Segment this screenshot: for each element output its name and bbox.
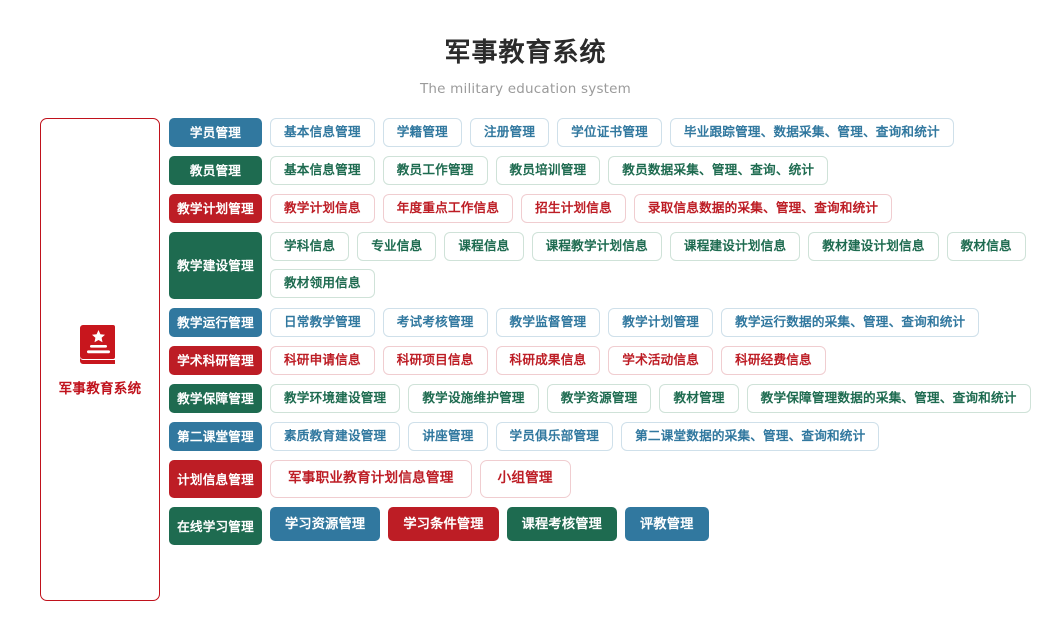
category-item[interactable]: 招生计划信息 (521, 194, 626, 224)
category-item[interactable]: 年度重点工作信息 (382, 194, 514, 224)
category-row: 教学计划管理教学计划信息年度重点工作信息招生计划信息录取信息数据的采集、管理、查… (169, 194, 1051, 224)
category-item-list: 学科信息专业信息课程信息课程教学计划信息课程建设计划信息教材建设计划信息教材信息… (270, 232, 1051, 299)
category-item-list: 学习资源管理学习条件管理课程考核管理评教管理 (270, 507, 709, 545)
category-item-list: 基本信息管理教员工作管理教员培训管理教员数据采集、管理、查询、统计 (270, 156, 829, 186)
category-item[interactable]: 学术活动信息 (608, 346, 714, 376)
sidebar-label: 军事教育系统 (58, 381, 142, 398)
main-layout: 军事教育系统 学员管理基本信息管理学籍管理注册管理学位证书管理毕业跟踪管理、数据… (0, 97, 1051, 602)
category-button[interactable]: 教学运行管理 (169, 308, 262, 338)
category-item[interactable]: 科研项目信息 (382, 346, 488, 376)
category-row: 第二课堂管理素质教育建设管理讲座管理学员俱乐部管理第二课堂数据的采集、管理、查询… (169, 422, 1051, 452)
category-item[interactable]: 第二课堂数据的采集、管理、查询和统计 (621, 422, 880, 452)
category-rows: 学员管理基本信息管理学籍管理注册管理学位证书管理毕业跟踪管理、数据采集、管理、查… (169, 118, 1051, 546)
category-item[interactable]: 毕业跟踪管理、数据采集、管理、查询和统计 (669, 118, 954, 148)
category-item[interactable]: 教学环境建设管理 (270, 384, 401, 414)
page-header: 军事教育系统 The military education system (0, 0, 1051, 97)
category-item[interactable]: 军事职业教育计划信息管理 (270, 460, 472, 499)
category-item[interactable]: 教学设施维护管理 (408, 384, 539, 414)
category-row: 教学保障管理教学环境建设管理教学设施维护管理教学资源管理教材管理教学保障管理数据… (169, 384, 1051, 414)
category-item[interactable]: 考试考核管理 (382, 308, 488, 338)
category-item[interactable]: 学习条件管理 (388, 507, 499, 542)
category-item[interactable]: 素质教育建设管理 (270, 422, 401, 452)
category-item-list: 日常教学管理考试考核管理教学监督管理教学计划管理教学运行数据的采集、管理、查询和… (270, 308, 980, 338)
category-button[interactable]: 教员管理 (169, 156, 262, 186)
category-item[interactable]: 科研经费信息 (721, 346, 826, 376)
category-item[interactable]: 教学计划管理 (608, 308, 714, 338)
category-item[interactable]: 教员数据采集、管理、查询、统计 (608, 156, 829, 186)
category-item[interactable]: 学科信息 (270, 232, 350, 262)
category-item[interactable]: 注册管理 (469, 118, 550, 148)
page-subtitle: The military education system (419, 81, 632, 98)
category-item[interactable]: 课程建设计划信息 (669, 232, 801, 262)
category-item[interactable]: 教员培训管理 (495, 156, 601, 186)
category-item-list: 教学计划信息年度重点工作信息招生计划信息录取信息数据的采集、管理、查询和统计 (270, 194, 893, 224)
category-item-list: 基本信息管理学籍管理注册管理学位证书管理毕业跟踪管理、数据采集、管理、查询和统计 (270, 118, 954, 148)
category-item[interactable]: 录取信息数据的采集、管理、查询和统计 (633, 194, 893, 224)
category-item-list: 科研申请信息科研项目信息科研成果信息学术活动信息科研经费信息 (270, 346, 826, 376)
category-item[interactable]: 学习资源管理 (270, 507, 381, 542)
category-item[interactable]: 评教管理 (624, 507, 709, 542)
category-item[interactable]: 基本信息管理 (270, 156, 375, 186)
category-item[interactable]: 课程教学计划信息 (531, 232, 662, 262)
category-button[interactable]: 计划信息管理 (169, 460, 262, 499)
category-item[interactable]: 基本信息管理 (270, 118, 375, 148)
category-button[interactable]: 学员管理 (169, 118, 262, 148)
category-item[interactable]: 讲座管理 (408, 422, 488, 452)
category-item[interactable]: 学位证书管理 (557, 118, 662, 148)
category-item[interactable]: 教学计划信息 (270, 194, 375, 224)
category-item-list: 军事职业教育计划信息管理小组管理 (270, 460, 571, 499)
category-button[interactable]: 在线学习管理 (169, 507, 262, 546)
category-item[interactable]: 教学保障管理数据的采集、管理、查询和统计 (746, 384, 1031, 414)
category-row: 计划信息管理军事职业教育计划信息管理小组管理 (169, 460, 1051, 499)
category-row: 教员管理基本信息管理教员工作管理教员培训管理教员数据采集、管理、查询、统计 (169, 156, 1051, 186)
category-button[interactable]: 学术科研管理 (169, 346, 262, 376)
category-item[interactable]: 课程信息 (444, 232, 524, 262)
category-row: 学员管理基本信息管理学籍管理注册管理学位证书管理毕业跟踪管理、数据采集、管理、查… (169, 118, 1051, 148)
category-row: 在线学习管理学习资源管理学习条件管理课程考核管理评教管理 (169, 507, 1051, 546)
category-item[interactable]: 教材信息 (946, 232, 1026, 262)
category-button[interactable]: 教学计划管理 (169, 194, 262, 224)
category-item[interactable]: 课程考核管理 (506, 507, 617, 542)
category-item[interactable]: 教材建设计划信息 (808, 232, 939, 262)
category-item[interactable]: 教材领用信息 (270, 269, 375, 299)
category-row: 教学运行管理日常教学管理考试考核管理教学监督管理教学计划管理教学运行数据的采集、… (169, 308, 1051, 338)
category-button[interactable]: 第二课堂管理 (169, 422, 262, 452)
category-item[interactable]: 科研成果信息 (495, 346, 601, 376)
category-button[interactable]: 教学建设管理 (169, 232, 262, 300)
category-button[interactable]: 教学保障管理 (169, 384, 262, 414)
category-row: 教学建设管理学科信息专业信息课程信息课程教学计划信息课程建设计划信息教材建设计划… (169, 232, 1051, 300)
category-item[interactable]: 学籍管理 (382, 118, 462, 148)
category-item[interactable]: 小组管理 (479, 460, 571, 499)
sidebar-system-card[interactable]: 军事教育系统 (40, 118, 160, 602)
category-item[interactable]: 专业信息 (357, 232, 437, 262)
category-item[interactable]: 教学运行数据的采集、管理、查询和统计 (721, 308, 980, 338)
category-item[interactable]: 教学监督管理 (495, 308, 601, 338)
category-item[interactable]: 日常教学管理 (270, 308, 375, 338)
book-star-icon (77, 322, 123, 368)
category-item[interactable]: 教员工作管理 (382, 156, 488, 186)
category-item[interactable]: 科研申请信息 (270, 346, 375, 376)
category-row: 学术科研管理科研申请信息科研项目信息科研成果信息学术活动信息科研经费信息 (169, 346, 1051, 376)
category-item-list: 教学环境建设管理教学设施维护管理教学资源管理教材管理教学保障管理数据的采集、管理… (270, 384, 1031, 414)
category-item[interactable]: 学员俱乐部管理 (495, 422, 614, 452)
category-item[interactable]: 教材管理 (659, 384, 739, 414)
page-title: 军事教育系统 (444, 38, 607, 68)
category-item-list: 素质教育建设管理讲座管理学员俱乐部管理第二课堂数据的采集、管理、查询和统计 (270, 422, 880, 452)
category-item[interactable]: 教学资源管理 (546, 384, 652, 414)
